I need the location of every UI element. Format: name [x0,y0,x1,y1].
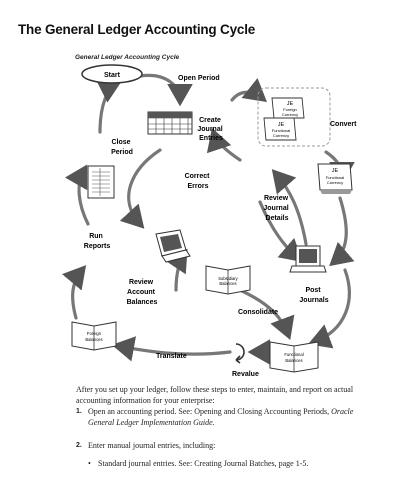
arrow-post-to-functional-balances [308,268,351,349]
start-label: Start [104,72,121,79]
intro-paragraph: After you set up your ledger, follow the… [76,385,354,405]
review-account-balances-label: Review Account Balances [127,279,158,306]
arrow-subsidiary-to-consolidate [238,288,295,340]
arrow-review-to-create [206,127,242,162]
accounting-cycle-diagram: Start Open Period Create Journal Entries… [61,64,357,378]
arrow-post-to-review [271,169,308,246]
step-2-number: 2. [76,442,82,449]
step-1-number: 1. [76,408,82,415]
correct-errors-label: Correct Errors [185,173,212,190]
open-period-label: Open Period [178,75,220,82]
arrow-entries-to-convert [230,78,267,102]
step-1-text: Open an accounting period. See: Opening … [88,407,354,427]
step-2-text: Enter manual journal entries, including: [88,441,216,450]
page-heading: The General Ledger Accounting Cycle [18,22,256,37]
start-oval [81,64,143,84]
arrow-functional-to-post [329,196,355,267]
post-journals-label: Post Journals [299,287,328,304]
step-1-guide-link: Oracle General Ledger Implementation Gui… [88,407,354,427]
bullet-standard-journal-entries: • Standard journal entries. See: Creatin… [88,458,378,469]
arrow-revalue-to-foreign [111,336,232,362]
arrow-inner-left-down [119,148,162,229]
svg-text:JE: JE [287,101,294,107]
revalue-cycle-icon [235,343,245,364]
create-journal-entries-label: Create Journal Entries [197,117,224,142]
arrow-start-to-ledger [138,73,193,107]
svg-text:JE: JE [278,122,285,128]
convert-frame [257,87,331,147]
ledger-spreadsheet-icon [147,111,193,135]
computer-terminal-icon-right [289,245,327,273]
computer-terminal-icon-center [155,229,191,263]
revalue-label: Revalue [232,371,259,378]
arrow-inner-right-down [258,200,303,263]
convert-label: Convert [330,121,357,128]
run-reports-label: Run Reports [84,233,111,250]
svg-text:JE: JE [332,168,339,174]
arrow-foreign-to-run-reports [61,265,87,320]
arrow-run-reports-to-close [64,164,90,226]
bullet-dot-icon: • [88,459,91,468]
bullet-text: Standard journal entries. See: Creating … [98,459,309,468]
diagram-caption: General Ledger Accounting Cycle [75,54,180,61]
translate-label: Translate [156,353,187,360]
close-period-label: Close Period [111,139,133,156]
consolidate-label: Consolidate [238,309,278,316]
report-document-icon [87,165,115,199]
review-journal-details-label: Review Journal Details [263,195,290,222]
arrow-close-to-start [95,79,122,134]
